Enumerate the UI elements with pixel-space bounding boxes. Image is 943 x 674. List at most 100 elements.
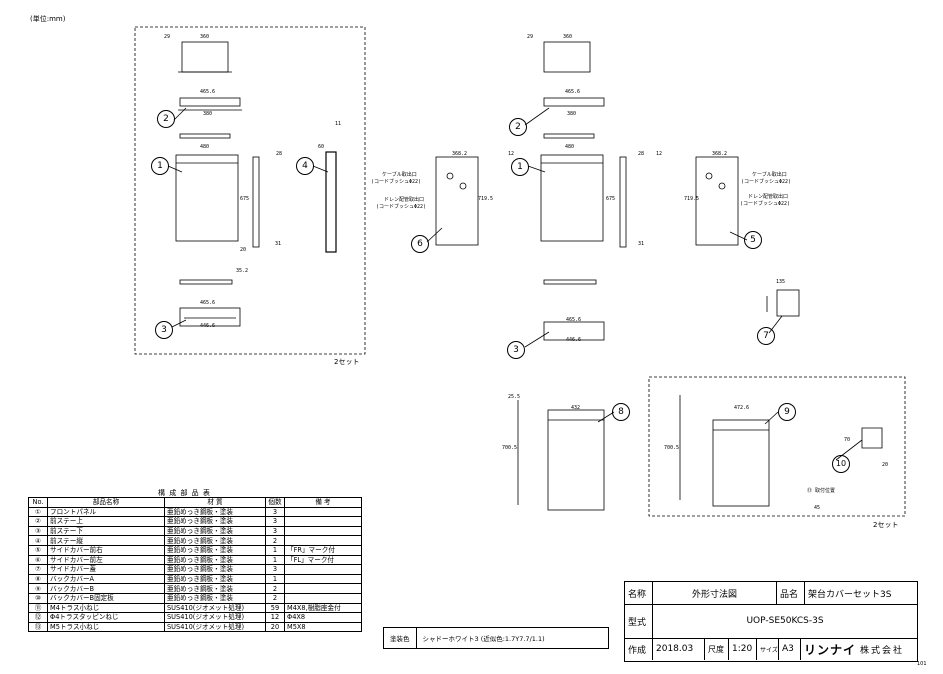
dim-360b: 360 [563,34,573,40]
callout-1: 1 [151,157,169,175]
callout-4: 4 [296,157,314,175]
cell-qty: 2 [265,592,285,604]
cell-remark [284,564,362,575]
note-cable-outlet: ケーブル取出口 [382,172,417,178]
company-brand: リンナイ [804,642,857,657]
paint-label: 塗装色 [384,628,417,648]
callout-8: 8 [612,403,630,421]
part-base-stay-2 [543,279,597,285]
part-front-panel [175,154,239,242]
company-suffix: 株式会社 [860,645,905,656]
cell-name: M4トラス小ねじ [47,602,165,614]
dim-20b: 20 [882,462,889,468]
cell-no: ③ [28,525,48,537]
cell-qty: 2 [265,535,285,546]
part-back-cover-b-fixing-plate [861,427,883,449]
size-value: A3 [779,638,801,660]
callout-7: 7 [757,327,775,345]
note-drain-outlet: ドレン配管取出口 [384,197,425,203]
cell-qty: 3 [265,506,285,518]
cell-no: ⑬ [28,621,48,633]
title-row-model: 型式 UOP-SE50KCS-3S [625,604,917,639]
paint-value: シャドーホワイト3 (近似色:1.7Y7.7/1.1) [422,635,545,643]
cell-no: ⑫ [28,612,48,623]
cell-remark [284,525,362,537]
part-top-stay [181,41,229,73]
cell-material: 亜鉛めっき鋼板・塗装 [164,525,266,537]
cell-name: 前ステー下 [47,525,165,537]
part-side-cover-front-right [695,156,739,246]
callout-2b: 2 [509,118,527,136]
cell-name: 前ステー上 [47,516,165,527]
cell-material: 亜鉛めっき鋼板・塗装 [164,564,266,575]
callout-1b: 1 [511,158,529,176]
cell-qty: 3 [265,516,285,527]
parts-table-header: No. 部品名称 材 質 個数 備 考 [28,497,362,508]
cell-remark [284,506,362,518]
cell-material: SUS410(ジオメット処理) [164,621,266,633]
header-name: 部品名称 [47,497,165,508]
dim-675: 675 [240,196,250,202]
unit-label: (単位:mm) [30,15,66,23]
header-material: 材 質 [164,497,266,508]
cell-material: SUS410(ジオメット処理) [164,612,266,623]
note-cable-outlet-r: ケーブル取出口 [752,172,787,178]
header-qty: 個数 [265,497,285,508]
cell-material: 亜鉛めっき鋼板・塗装 [164,554,266,566]
dim-35-2: 35.2 [236,268,249,274]
note-cord-bush-r2: (コードブッシュΦ22) [740,201,791,207]
dim-29: 29 [164,34,171,40]
dim-700-5: 700.5 [502,445,518,451]
dim-31: 31 [275,241,282,247]
part-base-stay [179,279,233,285]
paint-color-box: 塗装色 シャドーホワイト3 (近似色:1.7Y7.7/1.1) [383,627,609,649]
cell-qty: 20 [265,621,285,633]
name-value: 外形寸法図 [653,582,777,604]
cell-name: サイドカバー前右 [47,544,165,556]
cell-material: 亜鉛めっき鋼板・塗装 [164,573,266,585]
cell-name: バックカバーB [47,583,165,594]
cell-qty: 12 [265,612,285,623]
cell-no: ⑪ [28,602,48,614]
company-name: リンナイ 株式会社 [801,638,917,660]
part-side-cover-front-left [435,156,479,246]
cell-remark: M5X8 [284,621,362,633]
part-front-stay-lower [179,307,241,327]
made-label: 作成 [625,638,653,660]
dim-675b: 675 [606,196,616,202]
part-front-stay-cover [179,133,231,139]
cell-no: ⑨ [28,583,48,594]
model-value: UOP-SE50KCS-3S [746,616,824,626]
cell-remark [284,583,362,594]
dim-480: 480 [200,144,210,150]
note-cord-bush: (コードブッシュΦ22) [371,179,422,185]
page-code: 101 [917,661,927,667]
parts-table-title: 構 成 部 品 表 [158,489,211,497]
dim-25-5: 25.5 [508,394,521,400]
cell-qty: 59 [265,602,285,614]
cell-name: Φ4トラスタッピンねじ [47,612,165,623]
cell-remark: Φ4X8 [284,612,362,623]
part-front-stay-upper [179,97,241,107]
callout-5: 5 [744,231,762,249]
dim-28b: 28 [638,151,645,157]
cell-material: 亜鉛めっき鋼板・塗装 [164,506,266,518]
dim-70: 70 [844,437,851,443]
cell-name: バックカバーA [47,573,165,585]
callout-9: 9 [778,403,796,421]
dim-60: 60 [318,144,325,150]
made-date: 2018.03 [653,638,705,660]
header-no: No. [28,497,48,508]
title-row-name: 名称 外形寸法図 品名 架台カバーセット3S [625,582,917,605]
dim-12b: 12 [656,151,663,157]
dim-45: 45 [814,505,821,511]
dim-368-2b: 368.2 [712,151,728,157]
cell-remark [284,573,362,585]
dim-31b: 31 [638,241,645,247]
scale-value: 1:20 [729,638,757,660]
